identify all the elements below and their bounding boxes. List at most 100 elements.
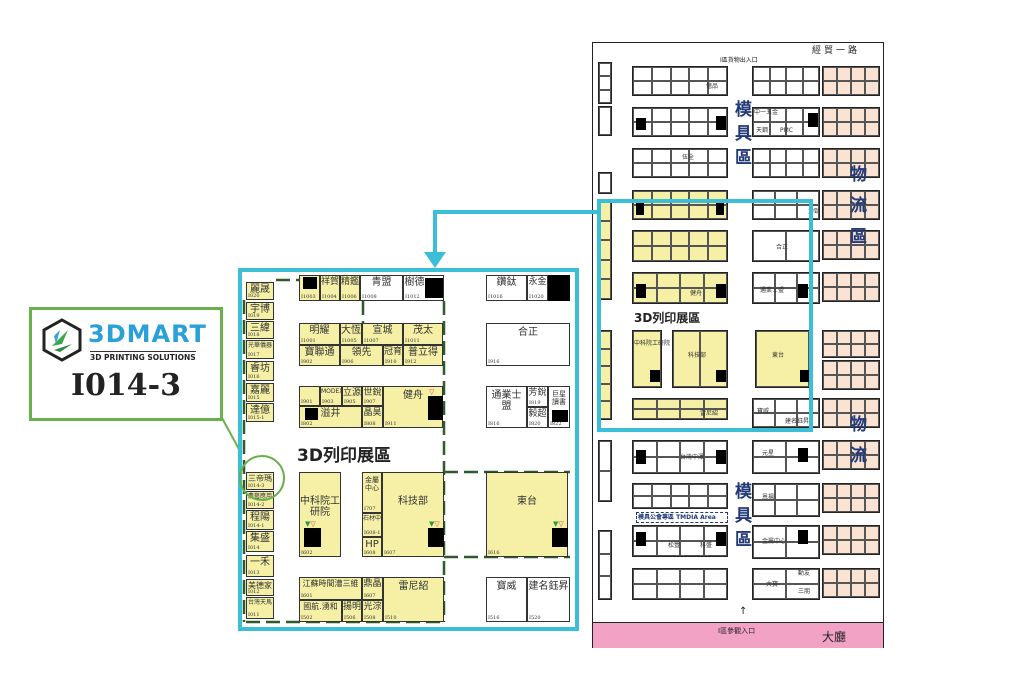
overview-booth[interactable] (797, 413, 819, 427)
overview-booth[interactable] (633, 67, 652, 81)
overview-booth[interactable] (823, 191, 837, 205)
overview-booth[interactable] (599, 441, 611, 471)
overview-booth[interactable] (703, 569, 727, 584)
overview-booth[interactable] (802, 163, 819, 177)
overview-booth[interactable] (851, 569, 865, 583)
overview-booth[interactable] (680, 399, 704, 409)
booth[interactable]: 石材中心I608-1 (362, 513, 382, 537)
overview-booth[interactable] (797, 500, 819, 516)
overview-booth[interactable] (708, 484, 727, 496)
overview-booth[interactable] (689, 149, 709, 163)
overview-booth[interactable] (865, 245, 879, 259)
overview-booth[interactable] (769, 163, 786, 177)
overview-booth[interactable] (599, 471, 611, 501)
overview-booth[interactable] (670, 67, 690, 81)
overview-booth[interactable] (786, 67, 803, 81)
overview-booth[interactable] (670, 191, 690, 205)
overview-booth[interactable] (670, 484, 690, 496)
overview-booth[interactable] (651, 191, 671, 205)
overview-booth[interactable] (837, 498, 851, 512)
overview-booth[interactable] (656, 441, 680, 457)
overview-booth[interactable] (599, 576, 611, 599)
overview-booth[interactable] (703, 457, 727, 473)
overview-booth[interactable] (823, 67, 837, 81)
overview-booth[interactable] (865, 498, 879, 512)
overview-booth[interactable] (651, 484, 671, 496)
overview-booth[interactable] (797, 205, 819, 219)
overview-booth[interactable] (837, 287, 851, 301)
overview-booth[interactable] (599, 76, 611, 90)
overview-booth[interactable] (851, 361, 865, 375)
overview-booth[interactable] (837, 191, 851, 205)
overview-booth[interactable] (769, 81, 786, 95)
overview-booth[interactable] (837, 344, 851, 357)
overview-booth[interactable] (823, 455, 837, 469)
overview-booth[interactable] (865, 455, 879, 469)
overview-booth[interactable] (837, 375, 851, 389)
overview-booth[interactable] (837, 484, 851, 498)
overview-booth[interactable] (656, 541, 680, 556)
overview-booth[interactable] (823, 205, 837, 219)
overview-booth[interactable] (680, 273, 704, 288)
overview-booth[interactable] (865, 205, 879, 219)
overview-booth[interactable] (851, 399, 865, 413)
overview-booth[interactable] (633, 81, 652, 95)
overview-booth[interactable] (797, 273, 819, 288)
overview-booth[interactable] (823, 331, 837, 344)
overview-booth[interactable] (865, 191, 879, 205)
overview-booth[interactable] (775, 288, 797, 303)
overview-booth[interactable] (823, 399, 837, 413)
overview-booth[interactable] (670, 163, 690, 177)
overview-booth[interactable] (651, 163, 671, 177)
overview-booth[interactable] (703, 526, 727, 541)
overview-booth[interactable] (680, 288, 704, 303)
overview-booth[interactable] (680, 441, 704, 457)
overview-booth[interactable] (865, 287, 879, 301)
overview-booth[interactable] (865, 81, 879, 95)
overview-booth[interactable] (753, 231, 786, 261)
overview-booth[interactable] (865, 122, 879, 136)
booth[interactable]: I901 (299, 386, 320, 406)
overview-booth[interactable] (823, 81, 837, 95)
overview-booth[interactable] (851, 81, 865, 95)
overview-booth[interactable] (837, 455, 851, 469)
overview-booth[interactable] (837, 81, 851, 95)
overview-booth[interactable] (753, 526, 786, 542)
overview-booth[interactable] (633, 409, 657, 419)
overview-booth[interactable] (651, 496, 671, 508)
overview-booth[interactable] (837, 331, 851, 344)
overview-booth[interactable] (680, 526, 704, 541)
overview-booth[interactable] (689, 81, 709, 95)
overview-booth[interactable] (851, 540, 865, 554)
overview-booth[interactable] (599, 531, 611, 554)
overview-booth[interactable] (703, 541, 727, 556)
overview-booth[interactable] (753, 542, 786, 558)
overview-booth[interactable] (680, 569, 704, 584)
overview-booth[interactable] (837, 245, 851, 259)
overview-booth[interactable] (851, 108, 865, 122)
overview-booth[interactable] (599, 89, 611, 103)
overview-booth[interactable] (851, 245, 865, 259)
overview-booth[interactable] (670, 205, 690, 219)
overview-booth[interactable] (656, 569, 680, 584)
overview-booth[interactable] (786, 569, 819, 584)
overview-booth[interactable] (823, 245, 837, 259)
overview-booth[interactable] (753, 569, 786, 584)
overview-booth[interactable] (865, 399, 879, 413)
overview-booth[interactable] (769, 67, 786, 81)
overview-booth[interactable] (680, 541, 704, 556)
overview-booth[interactable] (837, 441, 851, 455)
overview-booth[interactable] (651, 246, 671, 261)
